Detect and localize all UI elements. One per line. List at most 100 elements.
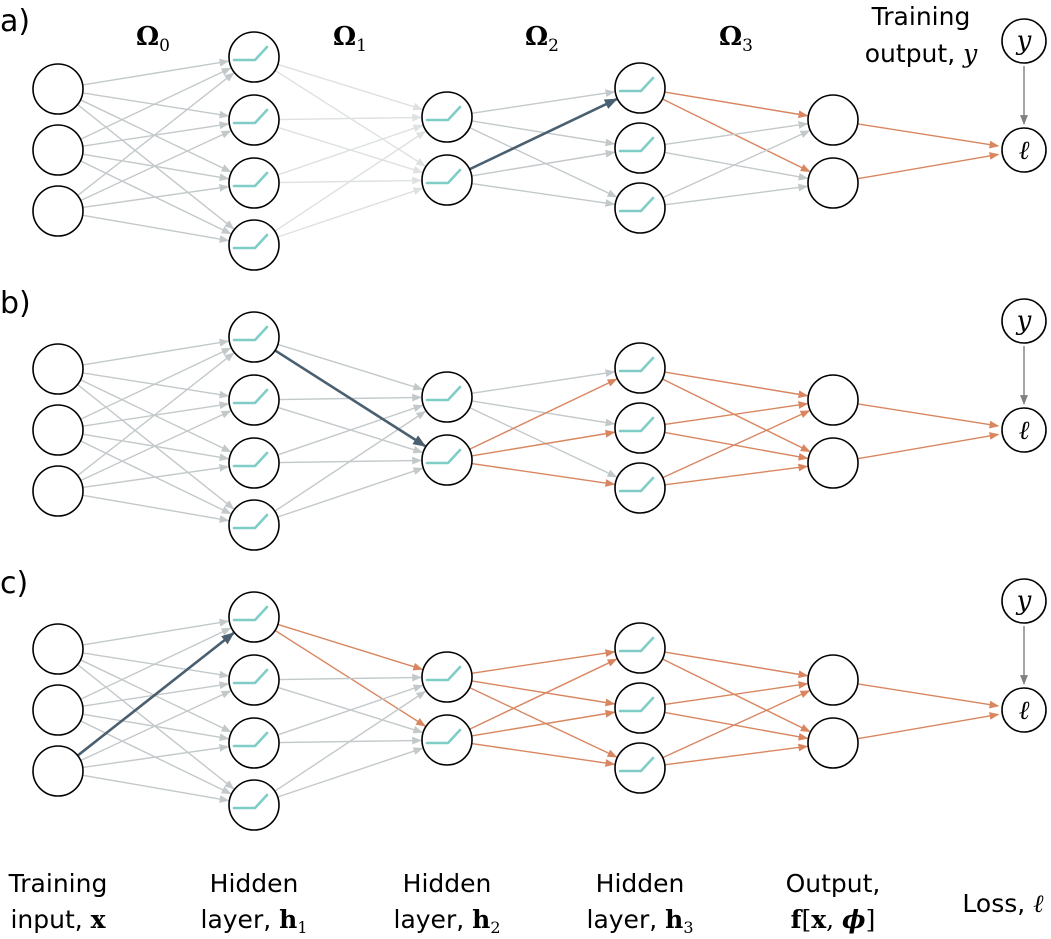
- training-output-label-line2: output, y: [865, 39, 978, 68]
- edge: [664, 401, 809, 426]
- edge: [664, 463, 809, 486]
- panel-label: b): [0, 286, 31, 321]
- relu-icon: [232, 45, 269, 62]
- panel-label: a): [0, 4, 30, 39]
- edge: [80, 627, 232, 700]
- edge: [274, 410, 427, 512]
- panel-c: c)yℓ: [0, 566, 1047, 831]
- edge: [277, 467, 424, 518]
- weight-label-omega-1: Ω1: [333, 22, 367, 56]
- nodes: yℓ: [32, 298, 1047, 551]
- edge: [662, 690, 811, 759]
- loss-symbol: ℓ: [1019, 136, 1030, 166]
- edge: [82, 774, 230, 803]
- node-hidden-2: [421, 91, 473, 143]
- node-hidden-1: [228, 654, 280, 706]
- node-input: [32, 185, 84, 237]
- relu-icon: [618, 76, 655, 93]
- node-hidden-2: [421, 434, 473, 486]
- edges: [77, 338, 1028, 523]
- edge: [82, 618, 230, 646]
- edge: [278, 673, 422, 682]
- weight-label-omega-0: Ω0: [136, 22, 170, 56]
- node-output: [807, 374, 859, 426]
- edge: [469, 127, 618, 198]
- node-hidden-1: [228, 591, 280, 643]
- edge: [471, 462, 616, 487]
- node-hidden-1: [228, 219, 280, 271]
- node-hidden-1: [228, 31, 280, 83]
- relu-icon: [425, 105, 462, 122]
- edge: [277, 343, 424, 391]
- edge: [471, 182, 616, 207]
- edge: [471, 649, 616, 674]
- edge: [471, 369, 616, 394]
- node-hidden-1: [228, 717, 280, 769]
- edge: [469, 658, 618, 730]
- nodes: yℓ: [32, 578, 1047, 831]
- training-output-label-line1: Training: [871, 2, 971, 31]
- node-input: [32, 684, 84, 736]
- highlighted-weight-edge: [274, 349, 427, 448]
- edge: [469, 687, 618, 758]
- node-target: y: [1001, 18, 1047, 64]
- highlighted-weight-edge: [76, 632, 235, 757]
- edge-output-to-loss: [857, 712, 1000, 740]
- node-hidden-3: [614, 462, 666, 514]
- node-hidden-1: [228, 779, 280, 831]
- edge-output-to-loss: [857, 123, 1000, 149]
- node-target: y: [1001, 298, 1047, 344]
- node-hidden-2: [421, 651, 473, 703]
- node-hidden-3: [614, 62, 666, 114]
- edge: [277, 187, 424, 238]
- edge: [277, 747, 424, 798]
- edge: [80, 130, 232, 202]
- edge-output-to-loss: [857, 403, 1000, 429]
- edge: [471, 742, 616, 767]
- weight-label-omega-2: Ω2: [525, 22, 559, 56]
- edge: [664, 711, 809, 741]
- relu-icon: [425, 168, 462, 185]
- relu-icon: [232, 605, 269, 622]
- edge: [277, 623, 424, 671]
- edge: [471, 120, 616, 147]
- relu-icon: [232, 451, 269, 468]
- edge: [277, 63, 424, 111]
- caption-hidden-1-line1: Hidden: [210, 869, 299, 898]
- edge-output-to-loss: [857, 432, 1000, 460]
- relu-icon: [232, 171, 269, 188]
- node-hidden-3: [614, 342, 666, 394]
- node-hidden-2: [421, 154, 473, 206]
- edge: [82, 464, 230, 489]
- panel-b: b)yℓ: [0, 286, 1047, 551]
- node-hidden-2: [421, 371, 473, 423]
- relu-icon: [232, 731, 269, 748]
- node-output: [807, 654, 859, 706]
- caption-hidden-2-line2: layer, h2: [394, 905, 501, 937]
- node-input: [32, 63, 84, 115]
- relu-icon: [232, 668, 269, 685]
- weight-label-omega-3: Ω3: [719, 22, 753, 56]
- edge: [469, 378, 618, 450]
- edge: [82, 338, 230, 366]
- edge: [662, 378, 811, 453]
- relu-icon: [618, 476, 655, 493]
- edge: [80, 690, 232, 762]
- edge: [277, 404, 424, 456]
- relu-icon: [425, 448, 462, 465]
- edge: [662, 130, 811, 199]
- caption-output-line1: Output,: [786, 869, 881, 898]
- edge: [82, 494, 230, 523]
- node-hidden-1: [228, 311, 280, 363]
- edge: [471, 429, 616, 457]
- nodes: yℓ: [32, 18, 1047, 271]
- target-symbol: y: [1016, 26, 1032, 56]
- loss-symbol: ℓ: [1019, 416, 1030, 446]
- caption-output-line2: f[x, ϕ]: [791, 905, 876, 934]
- edge: [277, 124, 424, 176]
- node-loss: ℓ: [1001, 407, 1047, 453]
- relu-icon: [618, 636, 655, 653]
- node-input: [32, 404, 84, 456]
- caption-input-line2: input, x: [10, 905, 106, 934]
